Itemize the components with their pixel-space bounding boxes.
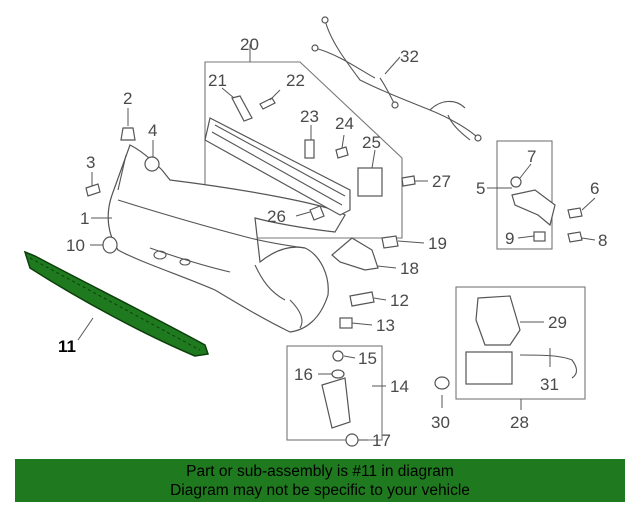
reinforcement-bar: [204, 117, 351, 216]
sensor-harness-31: [519, 354, 578, 379]
bolt-22: [259, 97, 276, 110]
clip-7: [510, 176, 522, 188]
clip-15: [332, 350, 344, 362]
highlight-banner: Part or sub-assembly is #11 in diagram D…: [15, 459, 625, 502]
nut-16: [331, 369, 345, 379]
callout-2: 2: [123, 89, 132, 108]
callout-16: 16: [294, 365, 313, 384]
callout-12: 12: [390, 291, 409, 310]
callout-3: 3: [86, 153, 95, 172]
sensor-bracket-29: [475, 295, 521, 346]
callout-6: 6: [590, 179, 599, 198]
banner-line-2: Diagram may not be specific to your vehi…: [170, 482, 470, 499]
callout-28: 28: [510, 413, 529, 432]
callout-25: 25: [362, 133, 381, 152]
callout-14: 14: [390, 377, 409, 396]
callout-20: 20: [240, 35, 259, 54]
callout-21: 21: [208, 71, 227, 90]
bolt-26: [309, 205, 325, 221]
bracket-21: [231, 95, 253, 122]
wiring-harness: [311, 16, 482, 142]
bracket-5: [511, 189, 556, 227]
callout-27: 27: [432, 172, 451, 191]
nut-9: [533, 231, 546, 242]
clip-17: [345, 433, 359, 447]
bolt-19: [381, 235, 399, 249]
sensor-module: [465, 351, 513, 385]
callout-19: 19: [428, 234, 447, 253]
banner-line-1: Part or sub-assembly is #11 in diagram: [186, 463, 454, 480]
bracket-25: [357, 167, 383, 197]
bolt-3: [85, 183, 101, 197]
callout-30: 30: [431, 413, 450, 432]
grommet-30: [434, 376, 450, 390]
callout-11: 11: [58, 337, 76, 356]
callout-32: 32: [400, 47, 419, 66]
callout-9: 9: [505, 229, 514, 248]
bolt-24: [335, 146, 349, 159]
lower-valance-detail: [29, 257, 201, 351]
callout-15: 15: [358, 349, 377, 368]
clip-13: [339, 317, 353, 329]
cap-10: [102, 236, 118, 254]
callout-26: 26: [267, 207, 286, 226]
bolt-8: [567, 231, 583, 243]
bolt-6: [567, 207, 583, 219]
leader-lines: [77, 44, 596, 441]
bracket-18: [331, 237, 379, 271]
callout-17: 17: [372, 431, 391, 450]
clip-2: [120, 127, 136, 141]
callout-22: 22: [286, 71, 305, 90]
callout-4: 4: [148, 121, 157, 140]
callout-18: 18: [400, 259, 419, 278]
callout-24: 24: [335, 114, 354, 133]
rear-bumper-cover: [107, 144, 346, 333]
nut-4: [144, 156, 160, 172]
callout-31: 31: [540, 375, 559, 394]
bolt-12: [349, 291, 375, 307]
callout-29: 29: [548, 313, 567, 332]
clip-23: [304, 139, 315, 159]
bolt-27: [401, 175, 416, 187]
callout-7: 7: [527, 147, 536, 166]
callout-10: 10: [66, 236, 85, 255]
callout-1: 1: [80, 209, 89, 228]
guide-14: [321, 377, 351, 429]
callout-23: 23: [300, 107, 319, 126]
callout-13: 13: [376, 316, 395, 335]
callout-5: 5: [476, 179, 485, 198]
callout-8: 8: [598, 231, 607, 250]
